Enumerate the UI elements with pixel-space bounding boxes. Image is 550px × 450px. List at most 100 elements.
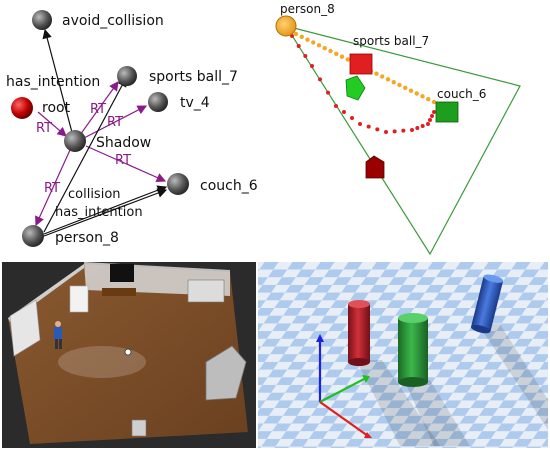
label-tv: tv_4: [180, 95, 210, 111]
edge-root-shadow: [37, 111, 67, 137]
trajectory-orange-dot: [316, 43, 322, 48]
label-has-intention-top: has_intention: [6, 74, 100, 90]
label-couch: couch_6: [200, 178, 258, 194]
trajectory-red-dot: [420, 124, 425, 128]
node-sports-ball: [117, 66, 137, 86]
edge-shadow-tv: [83, 105, 148, 139]
robot-marker: [345, 75, 366, 101]
trajectory-red-dot: [358, 122, 362, 126]
edge-label-rt-person: RT: [44, 181, 60, 196]
trajectory-orange-dot: [420, 94, 425, 99]
trajectory-orange-dot: [374, 71, 379, 76]
axis-x-arrow: [364, 432, 372, 438]
edge-person-sports-ball: [43, 76, 127, 233]
shelf-icon: [69, 285, 89, 313]
picture-frame: [187, 279, 225, 303]
trajectory-orange-dot: [345, 57, 350, 62]
node-root: [11, 97, 33, 119]
trajectory-red-dot: [303, 54, 308, 58]
edge-label-rt-tv: RT: [107, 115, 123, 130]
trajectory-red-dot: [334, 104, 338, 108]
trajectory-orange: [293, 31, 437, 105]
tv-marker: [365, 155, 385, 179]
trajectory-red-dot: [350, 116, 354, 120]
trajectory-orange-dot: [293, 31, 299, 37]
cylinder-scene: [258, 262, 548, 448]
shadow-blue: [478, 324, 548, 430]
chair-icon: [131, 419, 147, 437]
person-icon: [54, 321, 62, 349]
edge-shadow-person: [35, 149, 71, 227]
edge-label-collision: collision: [68, 187, 121, 202]
edge-person-couch-collision: [43, 185, 168, 235]
plan-label-couch: couch_6: [437, 87, 486, 101]
trajectory-orange-dot: [328, 48, 333, 54]
axis-z-arrow: [316, 334, 324, 342]
person-marker: [275, 15, 297, 37]
trajectory-red-dot: [426, 122, 430, 126]
sofa-icon: [205, 345, 247, 401]
tv-icon: [110, 264, 134, 282]
edge-label-rt-ball: RT: [90, 102, 106, 117]
edge-label-rt-couch: RT: [115, 153, 131, 168]
trajectory-orange-dot: [334, 51, 339, 57]
edge-label-rt-root: RT: [36, 121, 52, 136]
scene-graph: avoid_collision has_intention root sport…: [6, 10, 258, 247]
trajectory-orange-dot: [305, 37, 310, 42]
trajectory-orange-dot: [431, 99, 437, 105]
trajectory-orange-dot: [414, 91, 419, 96]
light-reflection: [58, 346, 146, 378]
trajectory-red-dot: [342, 110, 346, 114]
couch-marker: [435, 101, 459, 123]
top-down-plan: person_8 sports ball_7 couch_6: [275, 2, 521, 256]
shadow-red: [356, 360, 440, 446]
trajectory-red-dot: [392, 129, 397, 134]
room-render: [2, 262, 256, 448]
door-icon: [9, 299, 41, 357]
trajectory-red-dot: [326, 90, 330, 95]
axis-y-arrow: [362, 375, 370, 383]
view-cone: [284, 25, 521, 256]
trajectory-orange-dot: [311, 40, 316, 45]
trajectory-red-dot: [430, 114, 434, 118]
cylinder-green: [398, 313, 428, 387]
ball-icon: [124, 348, 132, 356]
trajectory-red: [290, 34, 436, 134]
trajectory-orange-dot: [408, 88, 414, 93]
axis-y: [319, 377, 367, 403]
axis-x: [319, 401, 369, 437]
trajectory-orange-dot: [385, 77, 391, 82]
edge-person-couch-intention: [43, 188, 168, 237]
label-avoid-collision: avoid_collision: [62, 13, 164, 29]
tv-stand: [102, 288, 136, 296]
node-person: [22, 225, 44, 247]
edge-label-has-intention: has_intention: [55, 205, 143, 220]
trajectory-red-dot: [318, 77, 322, 82]
node-couch: [167, 173, 189, 195]
trajectory-red-dot: [384, 130, 388, 134]
trajectory-orange-dot: [426, 96, 431, 102]
trajectory-orange-dot: [380, 74, 385, 79]
label-shadow: Shadow: [96, 135, 151, 151]
trajectory-red-dot: [432, 110, 436, 114]
node-shadow: [64, 130, 86, 152]
trajectory-orange-dot: [403, 85, 408, 91]
shadow-green: [404, 380, 470, 446]
label-sports-ball: sports ball_7: [149, 69, 238, 85]
node-tv: [148, 92, 168, 112]
plan-label-sports-ball: sports ball_7: [353, 34, 429, 48]
trajectory-orange-dot: [299, 34, 304, 40]
label-person: person_8: [55, 230, 119, 246]
plan-label-person: person_8: [280, 2, 335, 16]
cylinder-red: [348, 300, 370, 366]
trajectory-orange-dot: [391, 79, 396, 85]
edge-shadow-sports-ball: [79, 81, 119, 136]
trajectory-red-dot: [366, 124, 371, 129]
sports-ball-marker: [349, 53, 373, 75]
trajectory-red-dot: [415, 126, 420, 130]
edge-shadow-avoid-collision: [42, 28, 75, 141]
edge-shadow-couch: [85, 145, 167, 182]
trajectory-red-dot: [428, 118, 432, 122]
trajectory-red-dot: [410, 128, 414, 132]
